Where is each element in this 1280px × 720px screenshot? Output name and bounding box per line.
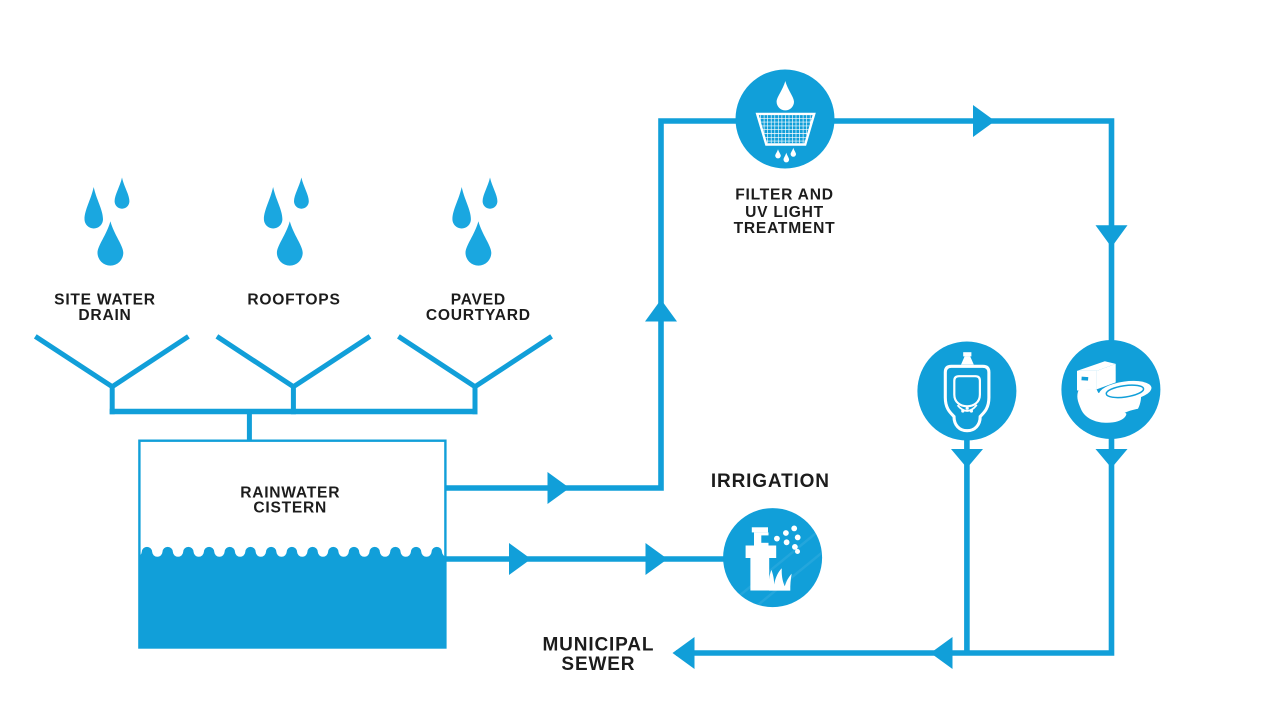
svg-text:COURTYARD: COURTYARD — [426, 307, 531, 324]
svg-text:DRAIN: DRAIN — [78, 307, 131, 324]
svg-text:IRRIGATION: IRRIGATION — [711, 471, 830, 492]
svg-text:UV LIGHT: UV LIGHT — [745, 204, 824, 221]
svg-text:MUNICIPAL: MUNICIPAL — [543, 634, 655, 655]
svg-text:TREATMENT: TREATMENT — [734, 220, 836, 237]
svg-text:RAINWATER: RAINWATER — [240, 485, 340, 502]
svg-text:FILTER AND: FILTER AND — [735, 187, 833, 204]
svg-text:PAVED: PAVED — [451, 291, 506, 308]
svg-text:SEWER: SEWER — [561, 654, 635, 675]
svg-text:SITE WATER: SITE WATER — [54, 291, 156, 308]
svg-text:ROOFTOPS: ROOFTOPS — [247, 291, 340, 308]
svg-text:CISTERN: CISTERN — [253, 500, 327, 517]
